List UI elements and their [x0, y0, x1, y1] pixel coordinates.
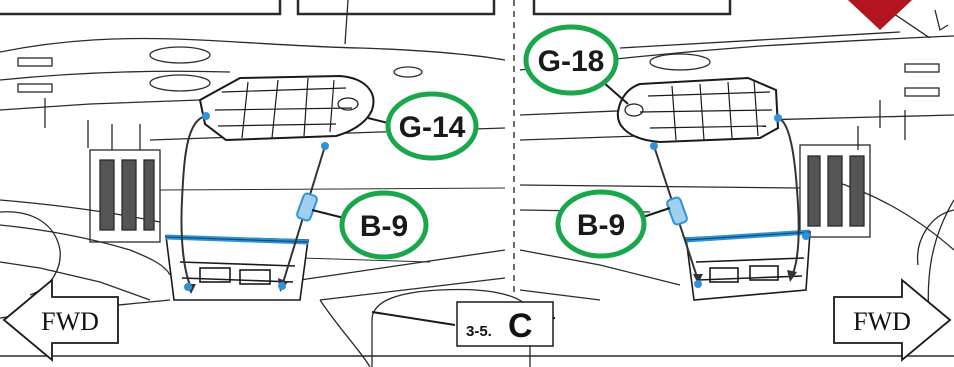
left-lower-part [165, 235, 309, 301]
callout-left-hardware: B-9 [339, 190, 429, 260]
right-panel-part [616, 76, 780, 144]
callout-left-part-label: G-14 [399, 111, 466, 144]
fwd-arrow-right-label: FWD [853, 307, 911, 336]
callout-left-part: G-14 [385, 91, 479, 161]
leader-lines [311, 81, 671, 326]
right-hardware-part [666, 196, 688, 226]
step-letter: C [508, 307, 533, 345]
step-label: 3-5. C [456, 301, 554, 347]
fwd-arrow-left-label: FWD [41, 307, 99, 336]
left-hardware-part [296, 192, 318, 222]
right-assembly [616, 76, 811, 301]
callout-right-hardware-label: B-9 [577, 209, 625, 242]
left-assembly [165, 74, 375, 301]
callout-right-part-label: G-18 [538, 45, 605, 78]
callout-right-part: G-18 [523, 24, 619, 96]
left-panel-part [198, 74, 375, 142]
step-number: 3-5. [466, 323, 492, 340]
right-lower-part [685, 231, 811, 301]
callout-left-hardware-label: B-9 [360, 210, 408, 243]
fwd-arrow-left: FWD [2, 278, 119, 362]
red-marker-icon [848, 0, 912, 30]
fwd-arrow-right: FWD [833, 278, 952, 362]
callout-right-hardware: B-9 [555, 189, 647, 259]
